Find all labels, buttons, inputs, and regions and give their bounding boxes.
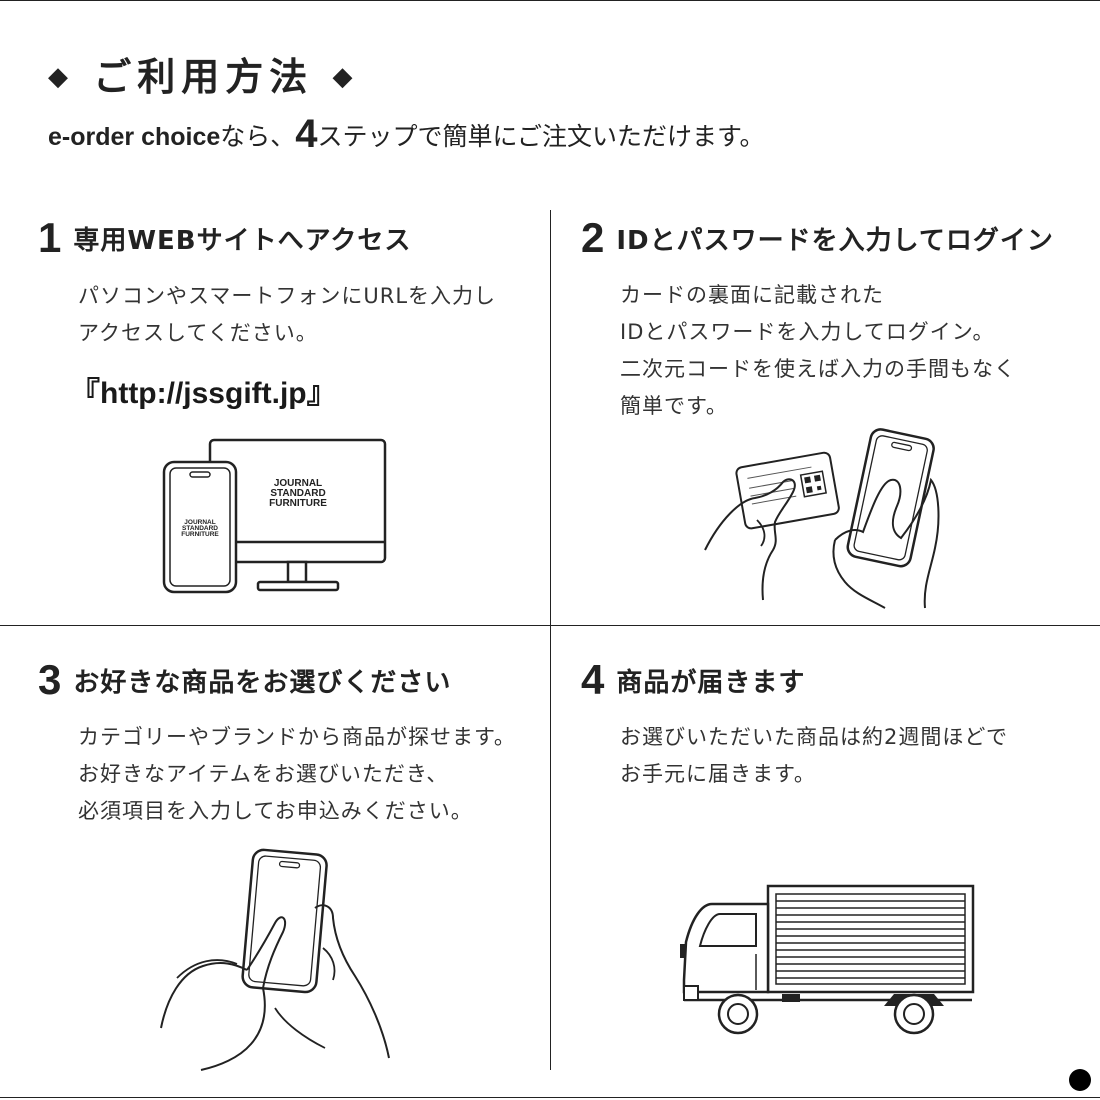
page-marker-dot xyxy=(1069,1069,1091,1091)
step-3-heading: 3 お好きな商品をお選びください xyxy=(38,656,451,704)
step-4-title: 商品が届きます xyxy=(616,668,806,698)
step-1-line: アクセスしてください。 xyxy=(78,321,318,345)
step-3-title: お好きな商品をお選びください xyxy=(73,668,452,698)
phone-brand-line: JOURNAL xyxy=(184,519,215,526)
step-1-number: 1 xyxy=(38,214,62,261)
monitor-brand-line: JOURNAL xyxy=(274,478,322,489)
delivery-truck-icon xyxy=(680,884,975,1035)
monitor-brand-line: FURNITURE xyxy=(269,498,327,509)
phone-brand-line: STANDARD xyxy=(182,525,218,532)
page-subtitle: e-order choiceなら、4ステップで簡単にご注文いただけます。 xyxy=(48,112,765,157)
step-2-line: 簡単です。 xyxy=(620,394,728,418)
subtitle-post: ステップで簡単にご注文いただけます。 xyxy=(317,122,765,151)
subtitle-pre: なら、 xyxy=(220,122,296,151)
step-2-description: カードの裏面に記載された IDとパスワードを入力してログイン。 二次元コードを使… xyxy=(620,277,1016,425)
hands-holding-card-and-phone-icon xyxy=(704,428,940,609)
step-1-heading: 1 専用WEBサイトへアクセス xyxy=(38,214,411,262)
step-3-line: カテゴリーやブランドから商品が探せます。 xyxy=(78,725,516,749)
step-1-title: 専用WEBサイトへアクセス xyxy=(73,226,412,256)
step-2-line: IDとパスワードを入力してログイン。 xyxy=(620,320,995,344)
page-title-text: ご利用方法 xyxy=(93,55,314,99)
computer-and-smartphone-icon: JOURNAL STANDARD FURNITURE JOURNAL STAND… xyxy=(162,438,387,594)
phone-brand-line: FURNITURE xyxy=(181,531,219,538)
step-3-number: 3 xyxy=(38,656,62,703)
step-2-line: カードの裏面に記載された xyxy=(620,283,884,307)
step-2-number: 2 xyxy=(581,214,605,261)
diamond-left-icon: ◆ xyxy=(48,61,74,92)
diamond-right-icon: ◆ xyxy=(332,61,359,92)
site-url-link[interactable]: 『http://jssgift.jp』 xyxy=(70,377,337,410)
step-2-heading: 2 IDとパスワードを入力してログイン xyxy=(581,214,1054,262)
step-3-line: お好きなアイテムをお選びいただき、 xyxy=(78,762,449,786)
monitor-brand-line: STANDARD xyxy=(270,488,325,499)
step-1-description: パソコンやスマートフォンにURLを入力し アクセスしてください。 xyxy=(78,278,496,352)
step-4-number: 4 xyxy=(581,656,605,703)
step-2-line: 二次元コードを使えば入力の手間もなく xyxy=(620,357,1016,381)
subtitle-step-count: 4 xyxy=(295,112,318,156)
step-4-line: お手元に届きます。 xyxy=(620,762,816,786)
step-4-heading: 4 商品が届きます xyxy=(581,656,805,704)
page-title: ◆ ご利用方法 ◆ xyxy=(48,46,358,101)
top-border xyxy=(0,0,1100,1)
bottom-border xyxy=(0,1097,1100,1098)
hand-tapping-phone-icon xyxy=(160,848,390,1071)
step-4-description: お選びいただいた商品は約2週間ほどで お手元に届きます。 xyxy=(620,719,1008,793)
step-4-line: お選びいただいた商品は約2週間ほどで xyxy=(620,725,1008,749)
step-2-title: IDとパスワードを入力してログイン xyxy=(616,226,1054,256)
vertical-divider xyxy=(550,210,551,1070)
subtitle-brand: e-order choice xyxy=(48,123,221,151)
step-1-line: パソコンやスマートフォンにURLを入力し xyxy=(78,284,497,308)
step-3-description: カテゴリーやブランドから商品が探せます。 お好きなアイテムをお選びいただき、 必… xyxy=(78,719,516,830)
step-3-line: 必須項目を入力してお申込みください。 xyxy=(78,799,473,823)
